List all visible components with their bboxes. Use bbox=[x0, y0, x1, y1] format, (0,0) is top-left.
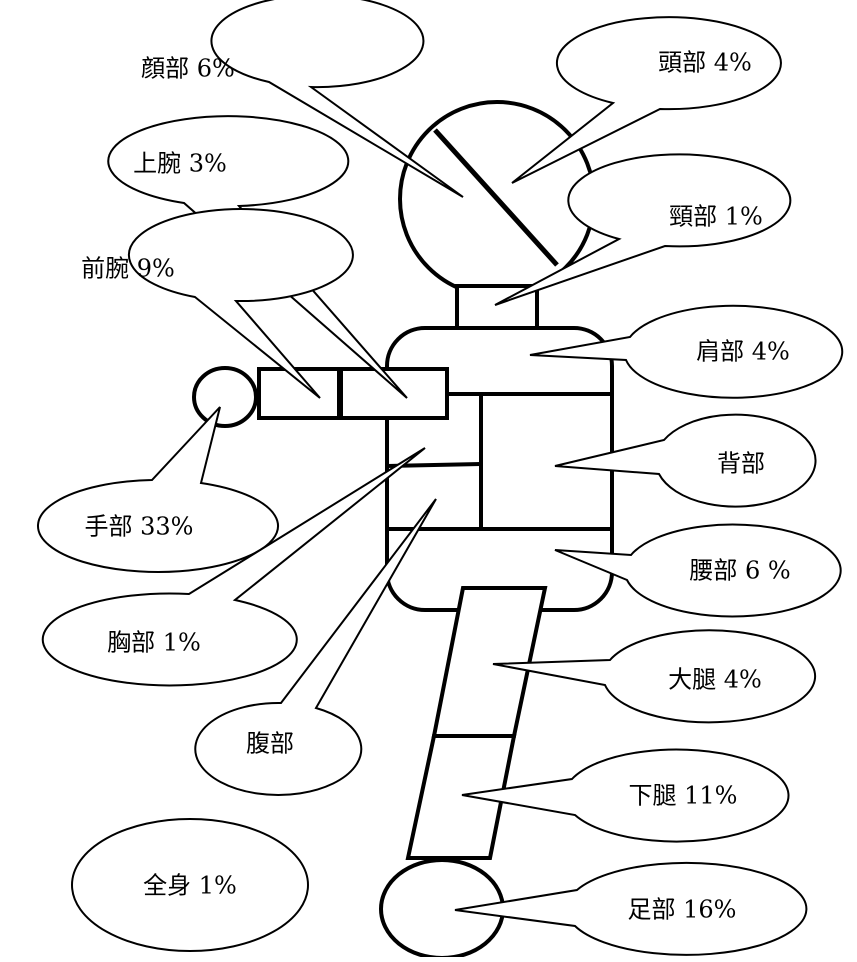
lower-leg-shape bbox=[405, 734, 517, 860]
label-foot: 足部 16% bbox=[628, 896, 737, 924]
label-abdomen: 腹部 bbox=[246, 730, 294, 758]
label-head: 頭部 4% bbox=[658, 49, 752, 77]
callout-face: 顔部 6% bbox=[141, 0, 464, 198]
callout-hand: 手部 33% bbox=[37, 406, 279, 573]
callout-abdomen: 腹部 bbox=[194, 498, 437, 796]
callout-whole-body: 全身 1% bbox=[71, 818, 309, 952]
callout-waist: 腰部 6 % bbox=[554, 523, 842, 618]
hand-shape bbox=[192, 366, 258, 428]
callout-forearm: 前腕 9% bbox=[81, 208, 354, 399]
callout-back: 背部 bbox=[554, 413, 817, 508]
callout-lower-leg: 下腿 11% bbox=[461, 748, 790, 843]
callout-head: 頭部 4% bbox=[511, 16, 782, 184]
label-forearm: 前腕 9% bbox=[81, 255, 175, 283]
callout-chest: 胸部 1% bbox=[41, 447, 426, 687]
callout-neck: 頸部 1% bbox=[494, 153, 792, 306]
head-face-divider bbox=[433, 128, 559, 267]
label-chest: 胸部 1% bbox=[107, 629, 201, 657]
upper-arm-shape bbox=[339, 367, 449, 420]
label-face: 顔部 6% bbox=[141, 55, 235, 83]
label-neck: 頸部 1% bbox=[669, 203, 763, 231]
label-shoulder: 肩部 4% bbox=[696, 338, 790, 366]
label-hand: 手部 33% bbox=[85, 513, 194, 541]
label-lower-leg: 下腿 11% bbox=[629, 782, 738, 810]
label-thigh: 大腿 4% bbox=[668, 666, 762, 694]
callout-shoulder: 肩部 4% bbox=[529, 304, 844, 399]
label-waist: 腰部 6 % bbox=[689, 557, 790, 585]
callout-thigh: 大腿 4% bbox=[492, 629, 817, 724]
label-whole-body: 全身 1% bbox=[143, 872, 237, 900]
label-back: 背部 bbox=[717, 450, 765, 478]
label-upper-arm: 上腕 3% bbox=[133, 150, 227, 178]
human-figure bbox=[192, 100, 614, 960]
callout-foot: 足部 16% bbox=[454, 861, 808, 956]
